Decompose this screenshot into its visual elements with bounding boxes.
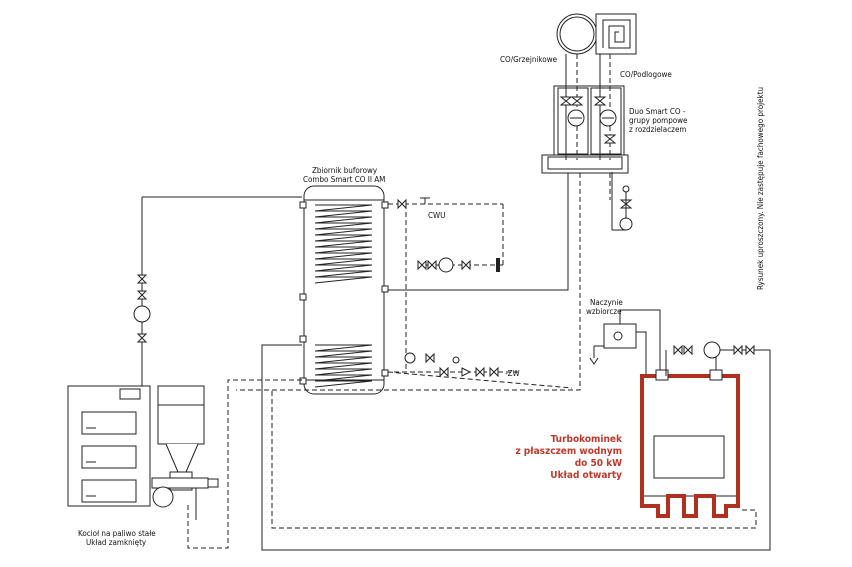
expansion-vessel-label-2: wzbiorcze [586,307,622,316]
pump-group-box [541,85,629,174]
buffer-tank-ports [299,201,389,385]
buffer-tank-label-2: Combo Smart CO II AM [303,175,385,184]
buffer-tank-upper-coil [314,204,373,284]
boiler-label-2: Układ zamknięty [86,538,147,547]
boiler-label-1: Kocioł na paliwo stałe [78,529,156,538]
expansion-vessel-label-1: Naczynie [590,298,623,307]
distributor-feed-line [387,173,573,389]
fireplace-label-4: Układ otwarty [550,470,622,481]
fireplace-return-line [271,390,757,529]
pump-groups-label-2: grupy pompowe [629,116,688,125]
pump-group-valves [559,96,617,144]
co-radiators-label: CO/Grzejnikowe [500,55,558,64]
zw-line [394,352,518,378]
cwu-lines [388,197,504,372]
solid-fuel-boiler [67,385,151,507]
pump-groups-label-1: Duo Smart CO - [629,107,686,116]
cwu-label: CWU [428,211,445,220]
fireplace-label-1: Turbokominek [551,434,623,445]
buffer-tank-label-1: Zbiornik buforowy [312,166,378,175]
water-jacket-fireplace [640,369,740,518]
boiler-return-line [187,379,302,549]
fireplace-supply-line [261,341,771,551]
safety-group-distributor [611,172,633,231]
zw-label: -ZW [505,369,520,378]
pump-group-pump-1 [567,109,585,127]
floor-heating-symbol [595,13,637,55]
pump-groups-label-3: z rozdzielaczem [629,125,686,134]
circulation-pump-line [417,257,503,273]
expansion-vessel [589,309,661,376]
fireplace-label-2: z płaszczem wodnym [515,446,622,457]
fireplace-label-3: do 50 kW [575,458,622,469]
disclaimer-text: Rysunek uproszczony. Nie zastępuje facho… [756,87,765,290]
pump-group-pump-2 [599,109,617,127]
distributor-return-line [236,173,611,391]
co-floor-label: CO/Podlogowe [620,70,672,79]
pellet-hopper [151,385,219,508]
radiator-symbol [556,13,598,55]
boiler-supply-line [133,196,302,386]
buffer-tank-lower-coil [314,344,373,388]
